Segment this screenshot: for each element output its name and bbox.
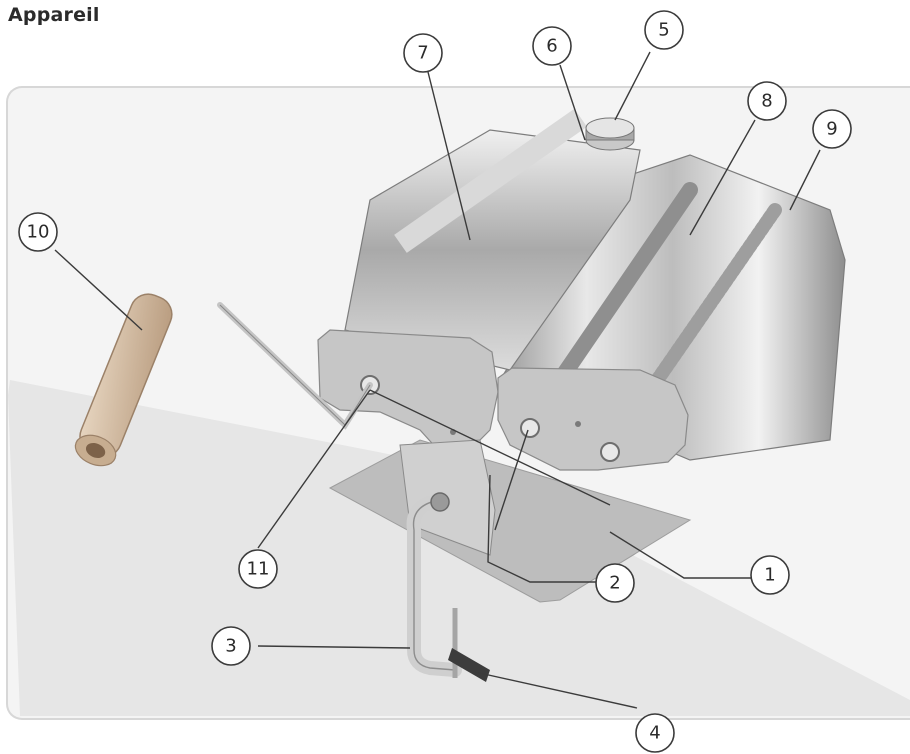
callout-5: 5 — [644, 10, 684, 50]
cutter-rollers — [552, 182, 782, 412]
callout-3: 3 — [211, 626, 251, 666]
callout-6: 6 — [532, 26, 572, 66]
callout-10: 10 — [18, 212, 58, 252]
callout-label: 7 — [417, 43, 428, 64]
leader-lines — [54, 51, 821, 709]
callout-label: 2 — [609, 573, 620, 594]
thickness-knob — [585, 117, 635, 151]
table-clamp — [406, 492, 462, 678]
callout-label: 3 — [225, 636, 236, 657]
callout-label: 11 — [247, 559, 270, 580]
right-side-plate — [497, 367, 689, 471]
callout-11: 11 — [238, 549, 278, 589]
callout-2: 2 — [595, 563, 635, 603]
callout-7: 7 — [403, 33, 443, 73]
callout-1: 1 — [750, 555, 790, 595]
left-side-plate — [317, 329, 499, 453]
callout-label: 8 — [761, 91, 772, 112]
callout-label: 5 — [658, 20, 669, 41]
callout-label: 9 — [826, 119, 837, 140]
callout-label: 1 — [764, 565, 775, 586]
callout-4: 4 — [635, 713, 675, 753]
smooth-roller — [394, 108, 587, 253]
callout-label: 4 — [649, 723, 660, 744]
page-title: Appareil — [8, 4, 100, 26]
callout-9: 9 — [812, 109, 852, 149]
callout-label: 10 — [27, 222, 50, 243]
callout-8: 8 — [747, 81, 787, 121]
callout-label: 6 — [546, 36, 557, 57]
